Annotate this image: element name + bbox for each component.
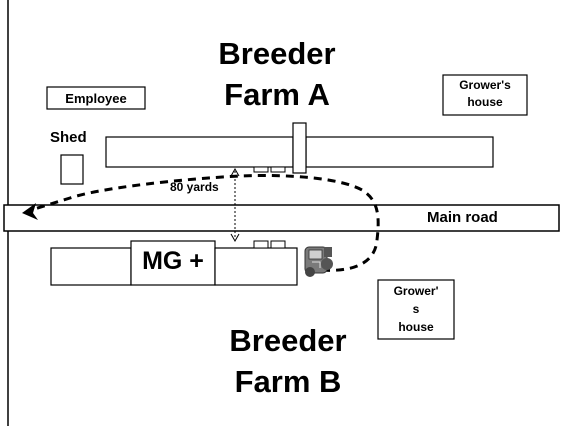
farm-b-title-line1: Breeder — [229, 323, 347, 358]
shed-building — [60, 154, 84, 185]
farm-b-small-structure-1 — [253, 240, 269, 249]
route-arrowhead — [22, 203, 38, 220]
distance-label: 80 yards — [170, 180, 219, 194]
farm-b-small-structure-2 — [270, 240, 286, 249]
farm-a-small-structure-2 — [270, 166, 286, 173]
farm-a-small-structure-1 — [253, 166, 269, 173]
farm-a-house-left — [105, 136, 294, 168]
farm-a-title-line1: Breeder — [218, 36, 336, 71]
distance-arrow-down — [230, 233, 240, 243]
mg-positive-label: MG + — [142, 247, 204, 275]
grower-house-a-label-line1: Grower's — [459, 78, 511, 92]
grower-house-b-label-line3: house — [398, 320, 434, 334]
grower-house-b-label-line2: s — [412, 302, 420, 316]
grower-house-b-box — [377, 279, 455, 340]
farm-b-house-1 — [50, 247, 132, 286]
dashed-route-arrow — [27, 174, 380, 272]
grower-house-a-box — [442, 74, 528, 116]
farm-a-title-line2: Farm A — [224, 77, 330, 112]
grower-house-b-label-line1: Grower' — [393, 284, 439, 298]
grower-house-a-label-line2: house — [467, 95, 503, 109]
farm-b-title-line2: Farm B — [234, 364, 342, 399]
main-road-label: Main road — [427, 209, 498, 226]
employee-box — [46, 86, 146, 110]
farm-a-center-building — [292, 122, 307, 174]
farm-b-house-3 — [214, 247, 298, 286]
shed-label: Shed — [50, 129, 87, 146]
employee-label: Employee — [65, 91, 127, 106]
farm-b-house-mg-positive — [130, 240, 216, 286]
farm-a-house-right — [305, 136, 494, 168]
main-road — [3, 204, 560, 232]
tractor-icon — [304, 246, 333, 277]
distance-arrow-up — [230, 167, 240, 177]
